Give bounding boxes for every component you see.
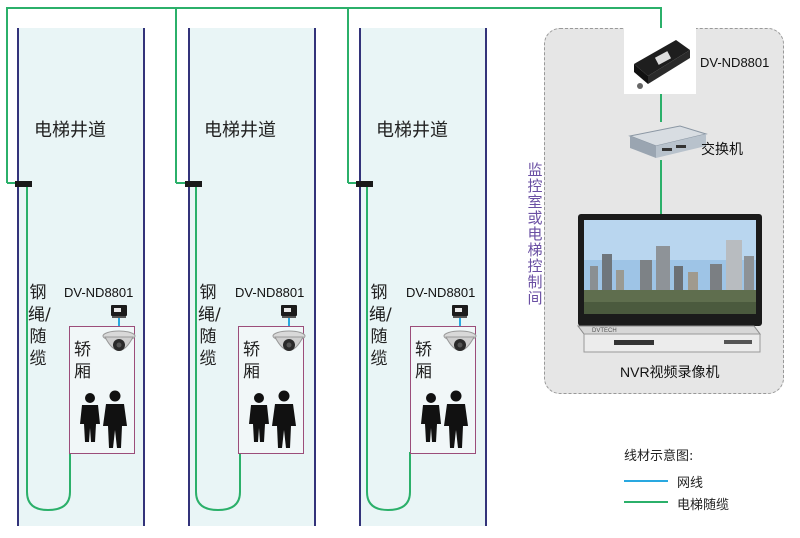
receiver-device-photo: DVTECH: [624, 28, 696, 94]
junction-block-1: [15, 181, 32, 187]
device-label: DV-ND8801: [64, 285, 134, 300]
transmitter-device-icon: [111, 305, 127, 318]
receiver-device-icon: DVTECH: [634, 31, 690, 89]
device-label: DV-ND8801: [406, 285, 476, 300]
receiver-label: DV-ND8801: [700, 55, 770, 70]
car-label: 轿厢: [74, 340, 91, 382]
junction-block-2: [185, 181, 202, 187]
travel-cable-3: [366, 186, 411, 512]
shaft-title: 电梯井道: [204, 120, 276, 141]
travel-cable-1: [26, 186, 71, 512]
legend-title: 线材示意图:: [624, 449, 694, 464]
travel-cable-2: [195, 186, 241, 512]
transmitter-device-icon: [281, 305, 297, 318]
control-room-label: 监控室或电梯控制间: [527, 161, 543, 307]
device-label: DV-ND8801: [235, 285, 305, 300]
nvr-brand-text: DVTECH: [592, 328, 617, 334]
nvr-recorder-icon: DVTECH: [577, 325, 761, 353]
shaft-title: 电梯井道: [34, 120, 106, 141]
monitor-screen-cityscape: [584, 220, 756, 314]
car-label: 轿厢: [415, 340, 432, 382]
legend-item-network: 网线: [677, 476, 704, 491]
car-label: 轿厢: [243, 340, 260, 382]
people-icon: [80, 390, 127, 448]
cable-label: 钢绳/随缆: [198, 283, 221, 369]
shaft-title: 电梯井道: [376, 120, 448, 141]
nvr-label: NVR视频录像机: [620, 364, 720, 380]
people-icon: [421, 390, 468, 448]
monitor: [578, 214, 762, 326]
people-icon: [249, 390, 296, 448]
transmitter-device-icon: [452, 305, 468, 318]
legend-item-elevator-cable: 电梯随缆: [677, 498, 730, 513]
dome-camera-icon: [443, 330, 477, 352]
dome-camera-icon: [272, 330, 306, 352]
switch-label: 交换机: [701, 141, 743, 157]
cable-label: 钢绳/随缆: [28, 283, 51, 369]
junction-block-3: [356, 181, 373, 187]
dome-camera-icon: [102, 330, 136, 352]
cable-label: 钢绳/随缆: [369, 283, 392, 369]
network-switch-icon: [628, 125, 708, 158]
